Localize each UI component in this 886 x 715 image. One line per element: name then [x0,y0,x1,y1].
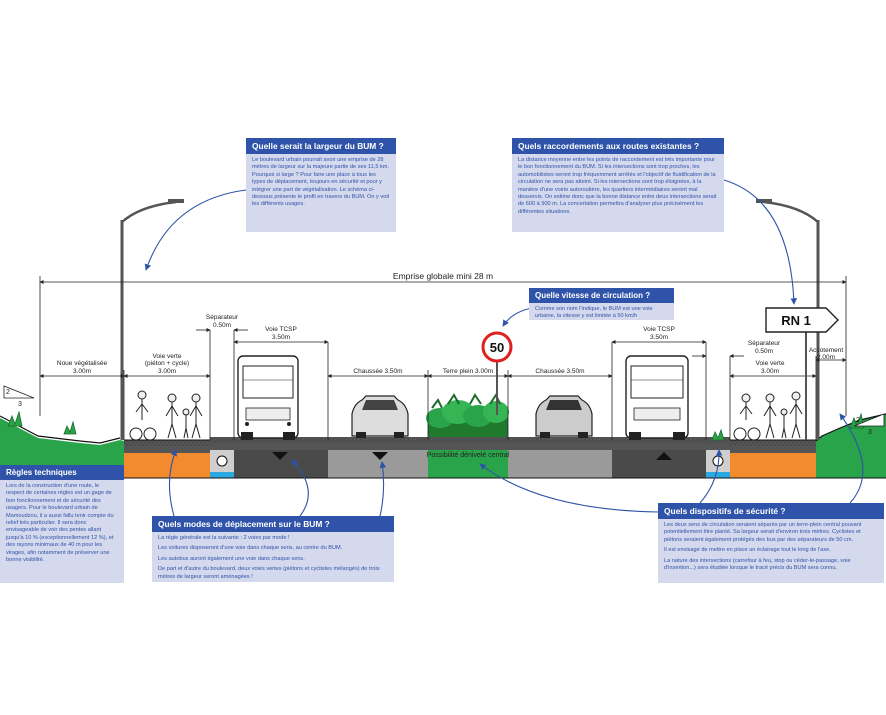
central-note: Possibilité dénivelé central [427,452,510,459]
info-box-speed: Quelle vitesse de circulation ? Comme so… [529,288,674,320]
emprise-label: Emprise globale mini 28 m [393,271,493,281]
info-box-width-title: Quelle serait la largeur du BUM ? [246,138,396,154]
separateur-left-width: 0.50m [213,322,231,329]
slope-right: 2 3 [853,413,885,436]
safety-lighting: Il est envisagé de mettre en place un éc… [664,547,831,554]
info-box-safety: Quels dispositifs de sécurité ? Les deux… [658,503,884,583]
ground-layers [0,413,886,479]
separateur-right-label: Séparateur [748,340,781,347]
info-box-modes-title: Quels modes de déplacement sur le BUM ? [152,516,394,532]
voie-verte-left-sub: (piéton + cycle) [145,360,189,367]
info-box-safety-title: Quels dispositifs de sécurité ? [658,503,884,519]
dimension-lines [39,276,847,440]
voie-verte-right-label: Voie verte [756,360,785,367]
accotement-label: Accotement [809,347,844,354]
dimension-labels: Emprise globale mini 28 m Noue végétalis… [57,271,843,459]
speed-limit-sign: 50 [481,331,513,415]
noue-label: Noue végétalisée [57,360,108,367]
info-box-width: Quelle serait la largeur du BUM ? Le bou… [246,138,396,232]
info-box-speed-title: Quelle vitesse de circulation ? [529,288,674,303]
voie-verte-right-width: 3.00m [761,368,779,375]
car-left [351,395,409,438]
svg-text:2: 2 [6,389,10,396]
tcsp-left-width: 3.50m [272,334,290,341]
info-box-connections-body: La distance moyenne entre les points de … [518,157,717,215]
info-box-modes: Quels modes de déplacement sur le BUM ? … [152,516,394,582]
svg-text:2: 2 [856,417,860,424]
pedestrians-right [733,391,803,441]
safety-intersections: La nature des intersections (carrefour à… [664,557,851,572]
chaussee-right-label: Chaussée 3.50m [535,368,584,375]
rn1-sign: RN 1 [765,307,839,440]
accotement-width: 2.00m [817,354,835,361]
svg-text:3: 3 [868,429,872,436]
info-box-connections-title: Quels raccordements aux routes existante… [512,138,724,154]
info-box-modes-body: La règle générale est la suivante : 2 vo… [152,532,394,582]
svg-text:3: 3 [18,401,22,408]
noue-width: 3.00m [73,368,91,375]
info-box-width-body: Le boulevard urbain pourrait avoir une e… [252,157,390,208]
tcsp-right-label: Voie TCSP [643,326,675,333]
bus-left [237,355,299,440]
voie-verte-left-width: 3.00m [158,368,176,375]
tcsp-left-label: Voie TCSP [265,326,297,333]
info-box-rules-body: Lors de la construction d'une route, le … [6,483,114,564]
modes-buses: Les autobus auront également une voie da… [158,555,305,562]
info-box-safety-body: Les deux sens de circulation seraient sé… [658,519,884,577]
info-box-connections: Quels raccordements aux routes existante… [512,138,724,232]
slope-left: 2 3 [3,385,35,408]
safety-median: Les deux sens de circulation seraient sé… [664,522,862,543]
voie-verte-left-label: Voie verte [153,353,182,360]
pedestrians-left [129,390,203,441]
car-right [535,395,593,438]
modes-green-lanes: De part et d'autre du boulevard, deux vo… [158,566,380,580]
bus-right [625,355,689,440]
terre-plein-label: Terre plein 3.00m [443,368,493,375]
info-box-rules-title: Règles techniques [0,465,124,480]
info-box-rules: Règles techniques Lors de la constructio… [0,465,124,583]
separateur-right-width: 0.50m [755,348,773,355]
street-lamp-left [120,199,184,440]
callout-arrows [144,179,864,517]
modes-cars: Les voitures disposeront d'une voie dans… [158,545,343,552]
rn1-label: RN 1 [781,313,811,328]
separateur-left-label: Séparateur [206,314,239,321]
speed-limit-value: 50 [490,340,504,355]
info-box-speed-body: Comme son nom l'indique, le BUM est une … [535,306,653,320]
tcsp-right-width: 3.50m [650,334,668,341]
modes-rule: La règle générale est la suivante : 2 vo… [158,535,290,541]
chaussee-left-label: Chaussée 3.50m [353,368,402,375]
